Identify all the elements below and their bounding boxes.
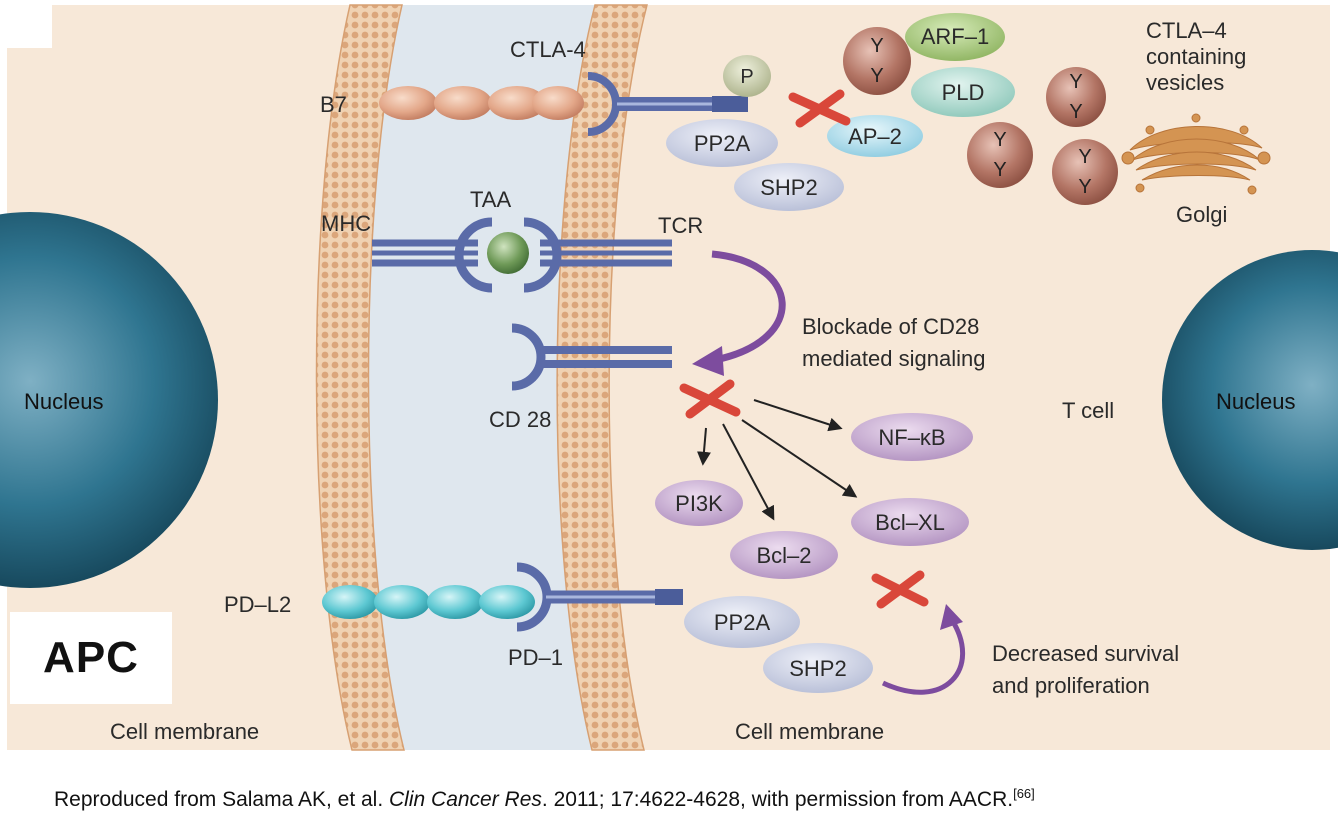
cd28-receptor <box>511 323 672 391</box>
signaling-arrows <box>696 399 858 521</box>
vesicles-label-1: CTLA–4 <box>1146 18 1227 43</box>
tcell-nucleus-label: Nucleus <box>1216 389 1295 414</box>
y-labels: YY YY YY YY <box>870 35 1091 198</box>
apc-cell-membrane <box>315 4 405 751</box>
pld-label: PLD <box>942 80 985 105</box>
shp2-bottom <box>763 643 873 693</box>
cd28-label: CD 28 <box>489 407 551 432</box>
svg-text:Y: Y <box>1069 101 1082 123</box>
inhibit-x-ap2 <box>788 89 851 128</box>
b7-ligand <box>379 86 584 120</box>
blockade-arrow <box>692 250 786 376</box>
svg-text:Y: Y <box>993 129 1006 151</box>
svg-text:Y: Y <box>1069 71 1082 93</box>
pd1-receptor <box>516 562 683 632</box>
caption-journal: Clin Cancer Res <box>389 788 542 811</box>
shp2-top <box>734 163 844 211</box>
ctla4-label: CTLA-4 <box>510 37 586 62</box>
ctla4-vesicles <box>843 27 1118 205</box>
blockade-label-2: mediated signaling <box>802 346 985 371</box>
taa-label: TAA <box>470 187 511 212</box>
bclxl-molecule <box>851 498 969 546</box>
golgi-icon <box>1121 113 1271 195</box>
pp2a-top <box>666 119 778 167</box>
corner-patch <box>0 0 52 48</box>
decreased-label-2: and proliferation <box>992 673 1150 698</box>
bcl2-label: Bcl–2 <box>756 543 811 568</box>
tcell-nucleus <box>1162 250 1338 550</box>
bcl2-molecule <box>730 531 838 579</box>
svg-text:Y: Y <box>1078 146 1091 168</box>
bclxl-label: Bcl–XL <box>875 510 945 535</box>
cells-background <box>7 5 1330 750</box>
pi3k-label: PI3K <box>675 491 723 516</box>
arf1-molecule <box>905 13 1005 61</box>
pdl2-ligand <box>322 585 535 619</box>
caption-post: . 2011; 17:4622-4628, with permission fr… <box>541 788 1014 811</box>
vesicles-label-3: vesicles <box>1146 70 1224 95</box>
pdl2-label: PD–L2 <box>224 592 291 617</box>
p-label: P <box>740 66 753 88</box>
shp2-top-label: SHP2 <box>760 175 817 200</box>
svg-text:Y: Y <box>870 65 883 87</box>
apc-nucleus-label: Nucleus <box>24 389 103 414</box>
decreased-label-1: Decreased survival <box>992 641 1179 666</box>
apc-nucleus <box>0 212 218 588</box>
ctla4-receptor <box>587 72 748 136</box>
tcell-membrane-label: Cell membrane <box>735 719 884 744</box>
apc-membrane-label: Cell membrane <box>110 719 259 744</box>
nfkb-molecule <box>851 413 973 461</box>
svg-text:Y: Y <box>993 159 1006 181</box>
taa-antigen <box>487 232 529 274</box>
apc-label: APC <box>43 633 139 682</box>
pp2a-bottom-label: PP2A <box>714 610 771 635</box>
tcr-label: TCR <box>658 213 703 238</box>
pi3k-molecule <box>655 480 743 526</box>
nfkb-label: NF–κB <box>878 425 945 450</box>
caption-ref: [66] <box>1013 786 1035 801</box>
mhc-label: MHC <box>321 211 371 236</box>
pld-molecule <box>911 67 1015 117</box>
blockade-label-1: Blockade of CD28 <box>802 314 979 339</box>
pd1-label: PD–1 <box>508 645 563 670</box>
shp2-bottom-label: SHP2 <box>789 656 846 681</box>
b7-label: B7 <box>320 92 347 117</box>
arf1-label: ARF–1 <box>921 24 989 49</box>
svg-text:Y: Y <box>1078 176 1091 198</box>
tcell-label: T cell <box>1062 398 1114 423</box>
ap2-label: AP–2 <box>848 124 902 149</box>
pp2a-bottom <box>684 596 800 648</box>
figure-caption: Reproduced from Salama AK, et al. Clin C… <box>54 786 1035 812</box>
pp2a-top-label: PP2A <box>694 131 751 156</box>
mhc-tcr-complex <box>372 217 672 293</box>
golgi-label: Golgi <box>1176 202 1227 227</box>
inhibit-x-survival <box>871 570 929 609</box>
svg-text:Y: Y <box>870 35 883 57</box>
ap2-molecule <box>827 115 923 157</box>
phosphate-p <box>723 55 771 97</box>
caption-pre: Reproduced from Salama AK, et al. <box>54 788 390 811</box>
inhibit-x-cd28 <box>679 379 741 419</box>
apc-label-box: APC <box>10 612 172 704</box>
vesicles-label-2: containing <box>1146 44 1246 69</box>
decreased-survival-arrow <box>881 604 965 695</box>
